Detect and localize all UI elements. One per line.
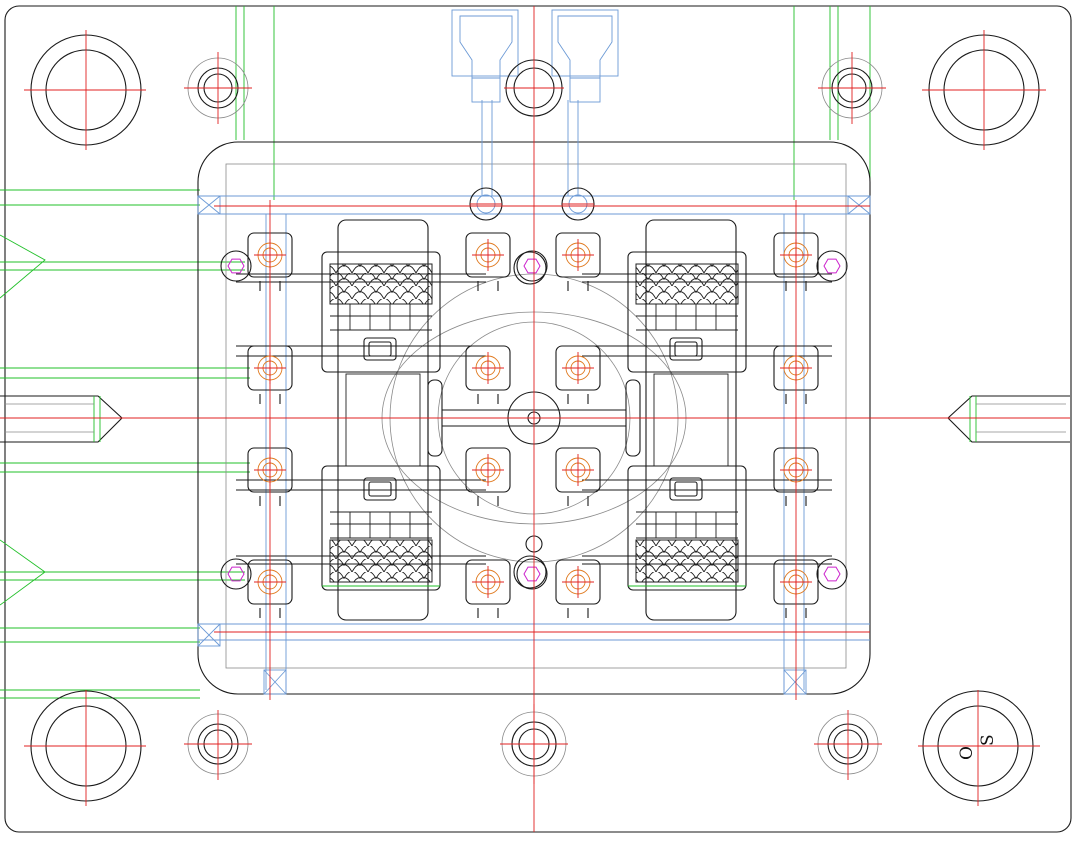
corner-label-s: S [978,734,998,746]
pin-slot [567,608,589,618]
pin-block [465,345,511,391]
corner-label-o: O [957,746,977,760]
pin-block [555,447,601,493]
pin-centerline [472,566,504,598]
pin-block [555,559,601,605]
pin-slot [259,496,281,506]
pin-centerline [472,454,504,486]
green-guide-lines [235,6,871,200]
pin-slot [785,394,807,404]
pin-block [555,345,601,391]
pin-slot [259,394,281,404]
cooling-channels-left [0,189,250,699]
hex-screw [816,558,848,590]
hex-socket [823,566,841,582]
top-fittings [451,9,619,117]
red-center-lines [0,6,1070,832]
cavity-plate-inner [225,163,847,669]
pin-centerline [562,566,594,598]
hex-screw [516,558,548,590]
pin-slot [477,281,499,291]
hex-socket [227,258,245,274]
pin-block [465,559,511,605]
pin-slot [785,281,807,291]
hex-socket [523,566,541,582]
hex-screw [220,558,252,590]
hex-screw [516,250,548,282]
pin-slot [785,496,807,506]
pin-centerline [562,239,594,271]
outer-plate-outline [4,5,1072,833]
hex-socket [227,566,245,582]
pin-slot [567,496,589,506]
hex-socket [523,258,541,274]
pin-slot [477,496,499,506]
water-lines [197,100,871,695]
pin-centerline [472,352,504,384]
hex-socket [823,258,841,274]
pin-slot [567,281,589,291]
pin-block [465,447,511,493]
hex-screw [816,250,848,282]
pin-slot [477,394,499,404]
hex-screw [220,250,252,282]
cavity-parts [321,219,747,621]
pin-centerline [472,239,504,271]
pin-centerline [562,352,594,384]
pin-slot [567,394,589,404]
pin-block [555,232,601,278]
pin-centerline [562,454,594,486]
pin-slot [785,608,807,618]
pin-slot [477,608,499,618]
pin-slot [259,281,281,291]
side-bolts [0,395,1070,443]
pin-block [465,232,511,278]
pin-slot [259,608,281,618]
